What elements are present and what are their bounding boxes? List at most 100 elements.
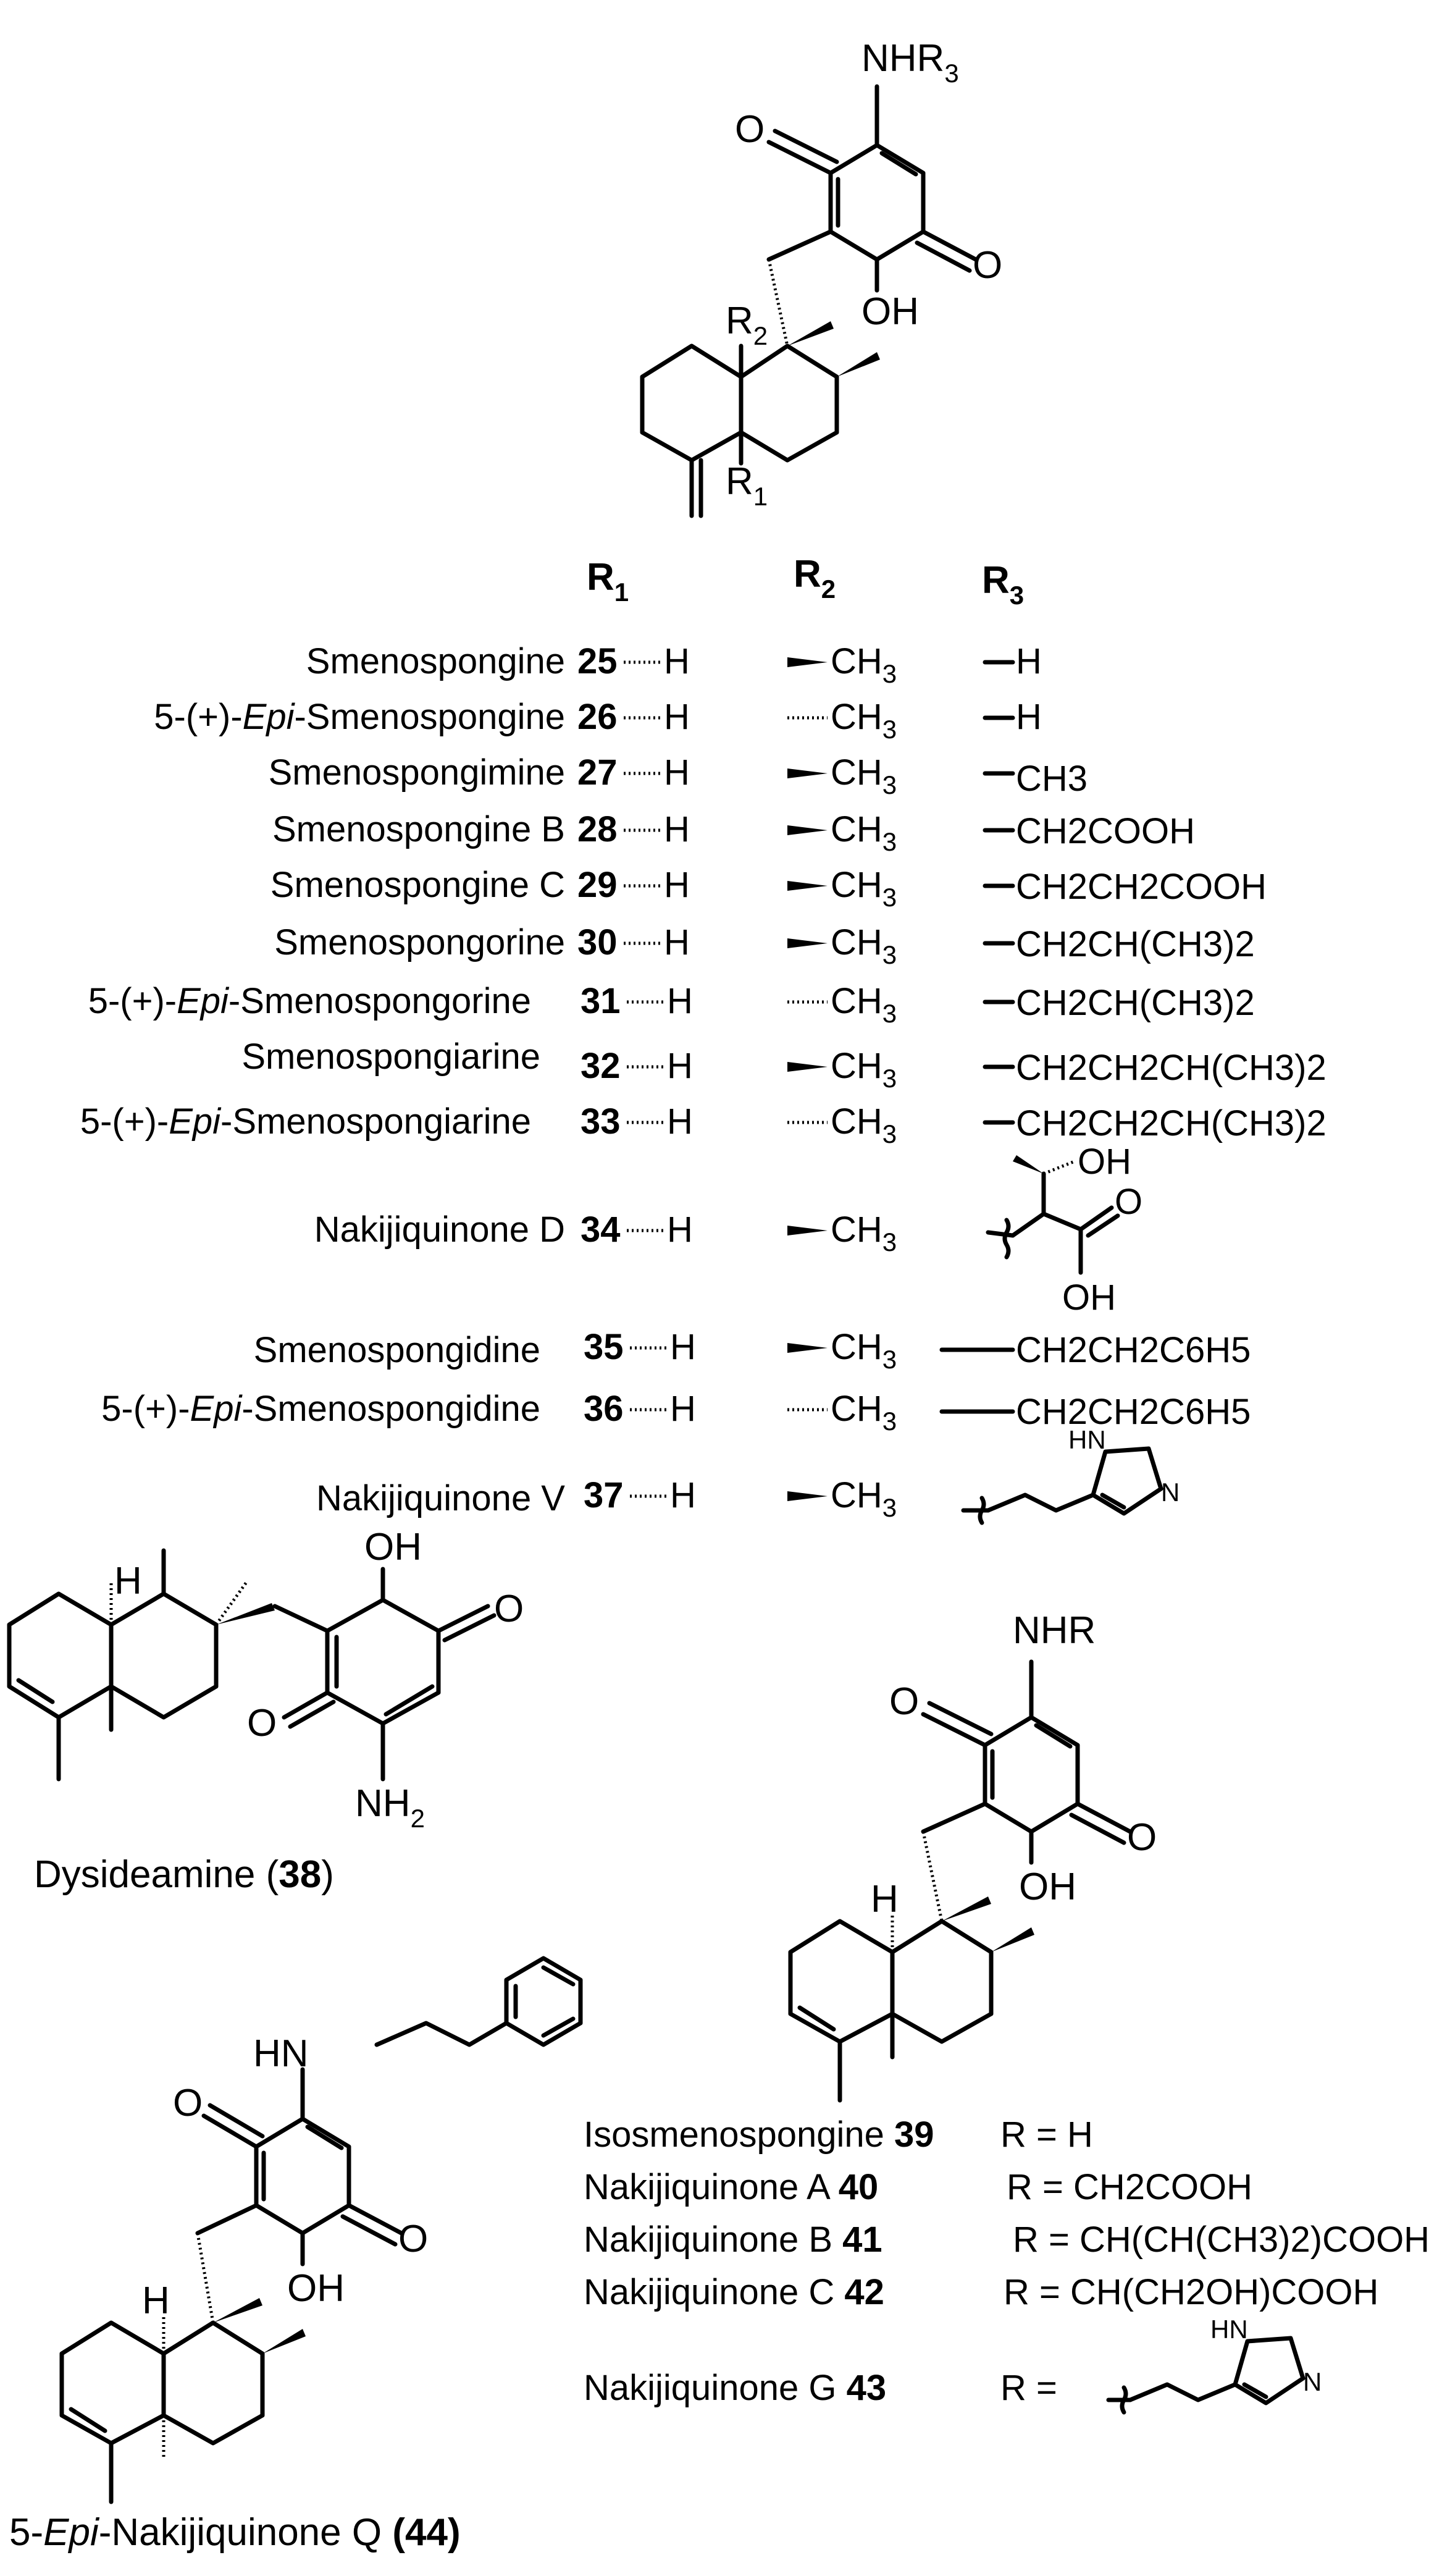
svg-text:CH2CH2CH(CH3)2: CH2CH2CH(CH3)2 [1016,1103,1326,1143]
svg-text:H: H [664,641,690,681]
svg-text:R = CH2COOH: R = CH2COOH [1007,2167,1252,2207]
svg-text:29: 29 [577,865,618,905]
svg-text:32: 32 [580,1046,621,1086]
svg-text:H: H [670,1475,696,1515]
svg-text:5-(+)-Epi-Smenospongidine: 5-(+)-Epi-Smenospongidine [101,1389,540,1429]
svg-text:R = CH(CH(CH3)2)COOH: R = CH(CH(CH3)2)COOH [1013,2220,1430,2260]
svg-text:33: 33 [580,1101,621,1142]
svg-text:5-(+)-Epi-Smenospongorine: 5-(+)-Epi-Smenospongorine [88,981,531,1021]
right-nhr-label: NHR [1013,1609,1096,1652]
svg-text:Smenospongine B: Smenospongine B [272,809,565,849]
svg-text:Nakijiquinone V: Nakijiquinone V [316,1478,565,1518]
dysideamine-oh-label: OH [364,1526,422,1568]
top-o-label-1: O [735,108,765,151]
svg-text:31: 31 [580,981,621,1021]
svg-text:Smenospongorine: Smenospongorine [274,922,565,962]
bottom-hn-label: HN [253,2032,309,2075]
svg-text:36: 36 [584,1389,624,1429]
svg-text:H: H [664,752,690,793]
dysideamine-o-label-2: O [247,1702,277,1745]
svg-text:H: H [670,1327,696,1367]
svg-text:30: 30 [577,922,618,962]
svg-text:CH2COOH: CH2COOH [1016,811,1195,851]
svg-text:N: N [1303,2367,1322,2396]
dysideamine-h-label: H [114,1560,142,1602]
table-row: Smenospongine 25 H CH3 H [306,641,1042,688]
dysideamine-nh2-label: NH2 [355,1782,425,1833]
nakijiquinone-q-structure [59,1956,583,2504]
svg-text:Nakijiquinone D: Nakijiquinone D [314,1210,565,1250]
top-oh-label: OH [861,290,919,333]
svg-text:CH3: CH3 [831,1389,897,1436]
nakijiquinone-q-caption: 5-Epi-Nakijiquinone Q (44) [9,2511,461,2554]
svg-text:CH3: CH3 [831,809,897,856]
svg-text:HN: HN [1210,2315,1248,2344]
bottom-o-label-2: O [398,2218,428,2260]
svg-text:Smenospongine: Smenospongine [306,641,565,681]
header-r1: R1 [587,556,629,607]
svg-text:26: 26 [577,697,618,737]
svg-text:H: H [1016,641,1042,681]
right-oh-label: OH [1019,1866,1076,1908]
svg-text:CH2CH2COOH: CH2CH2COOH [1016,867,1267,907]
table-row: Smenospongiarine 32 H CH3 CH2CH2CH(CH3)2 [241,1037,1326,1093]
svg-text:CH2CH(CH3)2: CH2CH(CH3)2 [1016,983,1255,1023]
svg-text:H: H [1016,697,1042,737]
svg-text:R = CH(CH2OH)COOH: R = CH(CH2OH)COOH [1004,2272,1378,2312]
right-entry-list: Isosmenospongine 39 R = H Nakijiquinone … [584,2115,1430,2415]
svg-text:CH3: CH3 [831,641,897,688]
svg-text:Smenospongidine: Smenospongidine [254,1330,540,1370]
svg-text:H: H [664,697,690,737]
svg-text:28: 28 [577,809,618,849]
svg-text:CH3: CH3 [831,1327,897,1374]
bottom-oh-label: OH [287,2267,345,2310]
list-item: Nakijiquinone C 42 [584,2272,884,2312]
svg-text:5-(+)-Epi-Smenospongiarine: 5-(+)-Epi-Smenospongiarine [80,1101,531,1142]
table-row: Smenospongorine 30 H CH3 CH2CH(CH3)2 [274,922,1255,969]
svg-text:OH: OH [1078,1142,1131,1182]
top-core-structure [640,84,978,518]
svg-text:37: 37 [584,1475,624,1515]
svg-text:H: H [667,1210,693,1250]
svg-text:Smenospongiarine: Smenospongiarine [241,1037,540,1077]
table-row: Smenospongimine 27 H CH3 CH3 [269,752,1088,799]
svg-text:5-(+)-Epi-Smenospongine: 5-(+)-Epi-Smenospongine [154,697,565,737]
svg-text:H: H [667,1046,693,1086]
svg-text:CH3: CH3 [831,1101,897,1148]
svg-text:CH3: CH3 [831,697,897,744]
isosmenospongine-structure [788,1659,1133,2103]
list-item: Nakijiquinone B 41 [584,2220,882,2260]
svg-text:CH2CH2C6H5: CH2CH2C6H5 [1016,1392,1251,1432]
table-row: Smenospongine B 28 H CH3 CH2COOH [272,809,1195,856]
svg-text:CH2CH(CH3)2: CH2CH(CH3)2 [1016,924,1255,964]
svg-text:H: H [664,922,690,962]
bottom-o-label-1: O [173,2082,203,2124]
table-row: 5-(+)-Epi-Smenospongine 26 H CH3 H [154,697,1042,744]
svg-text:R = H: R = H [1000,2115,1093,2155]
top-o-label-2: O [973,244,1002,287]
top-r2-label: R2 [726,300,768,350]
right-h-label: H [871,1878,899,1921]
svg-text:H: H [670,1389,696,1429]
header-r2: R2 [794,553,836,604]
dysideamine-structure [7,1548,497,1782]
dysideamine-caption: Dysideamine (38) [34,1853,334,1896]
svg-text:CH3: CH3 [831,752,897,799]
svg-text:H: H [667,1101,693,1142]
svg-text:CH3: CH3 [831,1210,897,1256]
svg-text:Smenospongimine: Smenospongimine [269,752,565,793]
svg-text:OH: OH [1062,1277,1116,1318]
table-row: 5-(+)-Epi-Smenospongiarine 33 H CH3 CH2C… [80,1101,1326,1148]
svg-text:CH2CH2C6H5: CH2CH2C6H5 [1016,1330,1251,1370]
list-item: Nakijiquinone G 43 [584,2368,886,2408]
svg-text:HN: HN [1068,1425,1106,1454]
table-row: Nakijiquinone D 34 H CH3 OH O OH [314,1142,1142,1318]
svg-text:H: H [667,981,693,1021]
table-row: 5-(+)-Epi-Smenospongidine 36 H CH3 CH2CH… [101,1389,1251,1436]
svg-text:CH3: CH3 [1016,759,1088,799]
svg-text:34: 34 [580,1210,621,1250]
svg-text:CH3: CH3 [831,922,897,969]
svg-text:CH3: CH3 [831,865,897,912]
bottom-h-label: H [142,2279,170,2322]
